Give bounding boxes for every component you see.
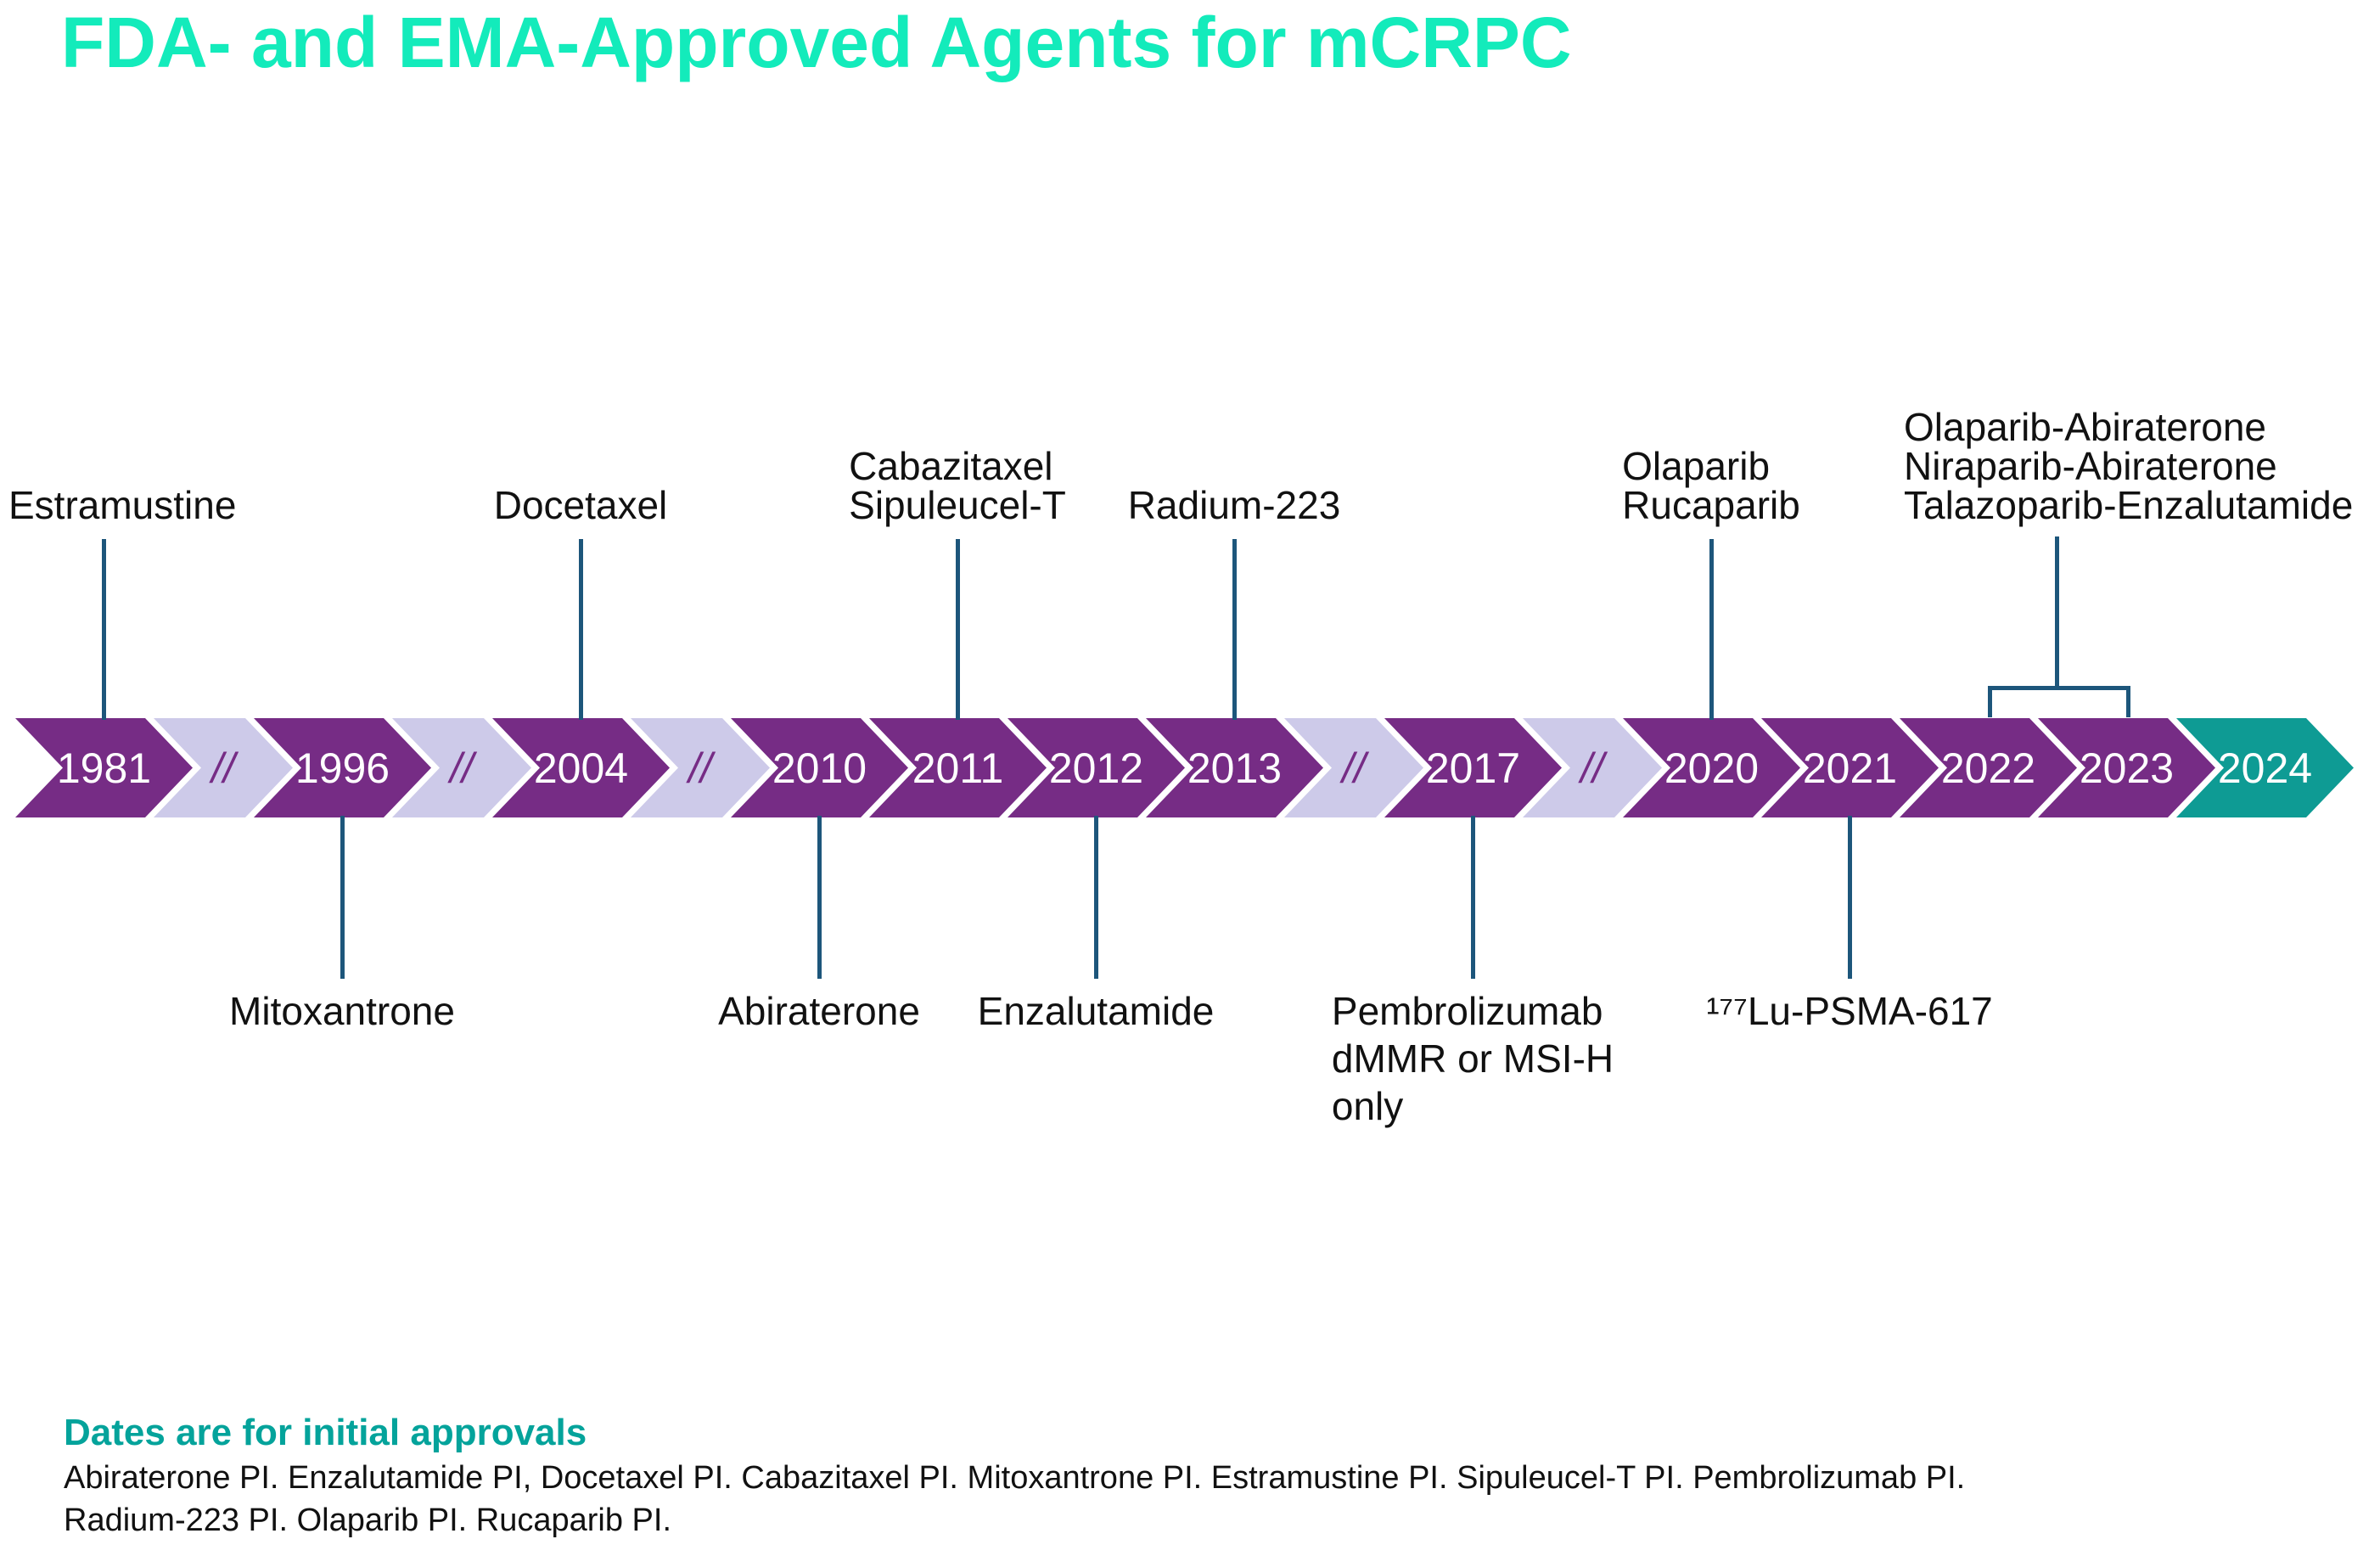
gap-label: //: [1342, 744, 1366, 792]
page-title: FDA- and EMA-Approved Agents for mCRPC: [61, 3, 1572, 82]
annotation-mitoxantrone: Mitoxantrone: [229, 989, 455, 1033]
connector-pembrolizumab: [1471, 816, 1475, 979]
connector-lu-psma-617: [1848, 816, 1852, 979]
year-label: 2011: [912, 744, 1004, 792]
year-label: 2020: [1664, 744, 1760, 792]
gap-label: //: [1580, 744, 1604, 792]
year-label: 1996: [295, 744, 390, 792]
year-label: 2023: [2079, 744, 2175, 792]
year-label: 2010: [772, 744, 867, 792]
footer: Dates are for initial approvals Abirater…: [64, 1409, 1965, 1542]
year-label: 2021: [1802, 744, 1898, 792]
year-label: 2022: [1940, 744, 2036, 792]
gap-label: //: [211, 744, 235, 792]
connector-docetaxel: [579, 539, 583, 720]
footer-heading: Dates are for initial approvals: [64, 1412, 587, 1453]
annotation-docetaxel: Docetaxel: [493, 483, 668, 527]
annotation-olaparib-rucaparib: Olaparib Rucaparib: [1622, 444, 1800, 527]
annotation-lu-psma-617: ¹⁷⁷Lu-PSMA-617: [1706, 989, 1993, 1033]
connector-radium-223: [1232, 539, 1237, 720]
annotation-parp-combinations: Olaparib-Abiraterone Niraparib-Abiratero…: [1904, 405, 2354, 527]
footnote-line-1: Abiraterone PI. Enzalutamide PI, Docetax…: [64, 1460, 1966, 1496]
connector-mitoxantrone: [340, 816, 345, 979]
year-label: 2024: [2217, 744, 2313, 792]
timeline-chevron-1981: 1981: [15, 718, 193, 817]
annotation-enzalutamide: Enzalutamide: [977, 989, 1215, 1033]
connector-estramustine: [102, 539, 106, 720]
annotation-estramustine: Estramustine: [8, 483, 237, 527]
gap-label: //: [450, 744, 474, 792]
year-label: 1981: [56, 744, 152, 792]
connector-cabazitaxel-sipuleucel: [956, 539, 960, 720]
annotation-cabazitaxel-sipuleucel: Cabazitaxel Sipuleucel-T: [849, 444, 1066, 527]
connector-combo-stem: [2055, 536, 2059, 689]
footnote-line-2: Radium-223 PI. Olaparib PI. Rucaparib PI…: [64, 1503, 672, 1538]
connector-olaparib-rucaparib: [1709, 539, 1714, 720]
connector-abiraterone: [817, 816, 822, 979]
year-label: 2013: [1187, 744, 1283, 792]
bracket-2022-2023: [1988, 686, 2130, 717]
annotation-radium-223: Radium-223: [1127, 483, 1341, 527]
year-label: 2017: [1425, 744, 1521, 792]
annotation-pembrolizumab: Pembrolizumab dMMR or MSI-H only: [1331, 989, 1614, 1128]
connector-enzalutamide: [1094, 816, 1098, 979]
annotation-abiraterone: Abiraterone: [718, 989, 920, 1033]
gap-label: //: [688, 744, 712, 792]
year-label: 2012: [1048, 744, 1144, 792]
year-label: 2004: [533, 744, 629, 792]
